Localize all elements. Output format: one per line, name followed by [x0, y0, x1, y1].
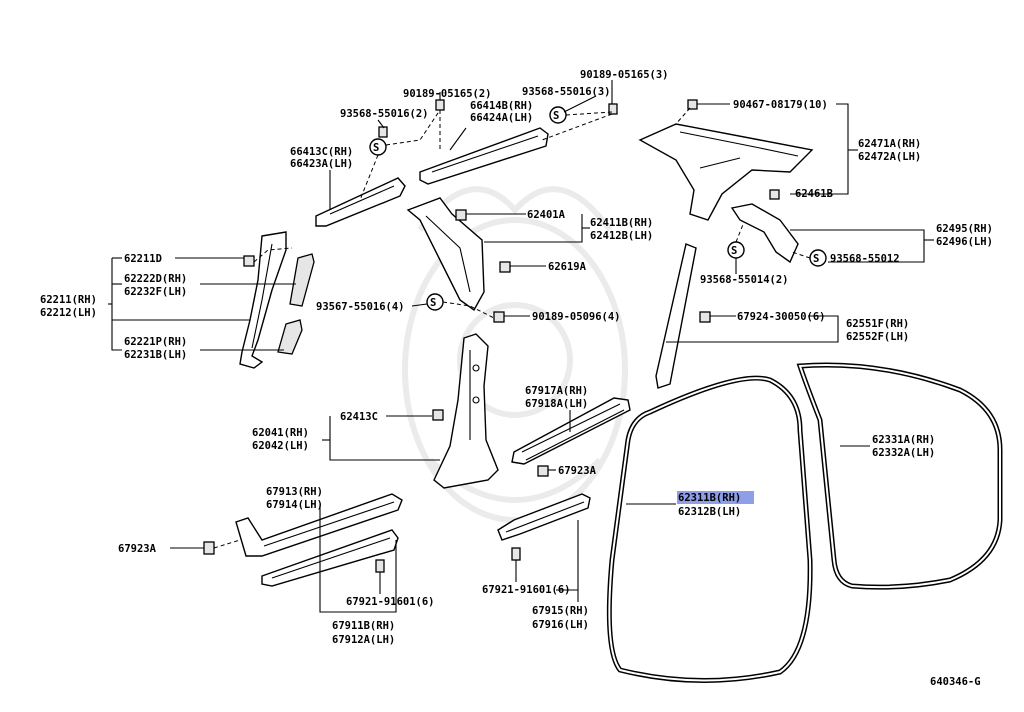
leader-lines	[108, 80, 934, 613]
label-93568-55012: 93568-55012	[830, 253, 900, 265]
label-67924: 67924-30050(6)	[737, 311, 826, 323]
part-center-pillar-upper[interactable]	[406, 197, 485, 312]
label-62472A: 62472A(LH)	[858, 151, 921, 163]
label-66413C: 66413C(RH)	[290, 146, 353, 158]
label-93568-55014: 93568-55014(2)	[700, 274, 789, 286]
label-93567: 93567-55016(4)	[316, 301, 405, 313]
label-62041: 62041(RH)	[252, 427, 309, 439]
label-62619A: 62619A	[548, 261, 587, 273]
clip-icon	[375, 559, 385, 573]
part-front-door-sill[interactable]	[261, 529, 399, 587]
part-pillar-weatherstrip-upper[interactable]	[289, 253, 315, 307]
label-62412B: 62412B(LH)	[590, 230, 653, 242]
label-62231B: 62231B(LH)	[124, 349, 187, 361]
label-62461B: 62461B	[795, 188, 833, 200]
part-rear-door-opening-trim[interactable]	[655, 243, 697, 389]
label-62212: 62212(LH)	[40, 307, 97, 319]
label-62401A: 62401A	[527, 209, 566, 221]
part-front-door-weatherstrip[interactable]	[606, 375, 813, 684]
label-66414B: 66414B(RH)	[470, 100, 533, 112]
part-pillar-weatherstrip-lower[interactable]	[277, 319, 303, 355]
label-62495: 62495(RH)	[936, 223, 993, 235]
clip-icon	[493, 311, 505, 323]
clip-icon	[537, 465, 549, 477]
label-62411B: 62411B(RH)	[590, 217, 653, 229]
label-67916: 67916(LH)	[532, 619, 589, 631]
label-67913: 67913(RH)	[266, 486, 323, 498]
label-66423A: 66423A(LH)	[290, 158, 353, 170]
label-90189-05165-3: 90189-05165(3)	[580, 69, 669, 81]
label-90189-05096: 90189-05096(4)	[532, 311, 621, 323]
label-67921-right: 67921-91601(6)	[482, 584, 571, 596]
label-67917A: 67917A(RH)	[525, 385, 588, 397]
svg-text:S: S	[731, 245, 737, 257]
label-62312B: 62312B(LH)	[678, 506, 741, 518]
part-roof-rail-garnish-front[interactable]	[315, 177, 406, 227]
label-67923A-left: 67923A	[118, 543, 157, 555]
label-67915: 67915(RH)	[532, 605, 589, 617]
label-93568-55016-2: 93568-55016(2)	[340, 108, 429, 120]
label-62551F: 62551F(RH)	[846, 318, 909, 330]
label-66424A: 66424A(LH)	[470, 112, 533, 124]
clip-icon	[432, 409, 444, 421]
clip-icon	[243, 255, 255, 267]
label-67914: 67914(LH)	[266, 499, 323, 511]
label-90189-05165-2: 90189-05165(2)	[403, 88, 492, 100]
part-rear-door-sill[interactable]	[497, 493, 591, 541]
label-62471A: 62471A(RH)	[858, 138, 921, 150]
svg-text:S: S	[430, 297, 436, 309]
clip-icon	[499, 261, 511, 273]
label-62221P: 62221P(RH)	[124, 336, 187, 348]
part-rear-door-weatherstrip[interactable]	[796, 362, 1003, 590]
label-62311B: 62311B(RH)	[678, 492, 741, 504]
highlight-62311B	[677, 491, 754, 504]
part-front-scuff-plate[interactable]	[235, 493, 403, 557]
label-62211D: 62211D	[124, 253, 162, 265]
part-roof-side-garnish[interactable]	[638, 123, 814, 221]
label-67912A: 67912A(LH)	[332, 634, 395, 646]
clip-icon	[687, 99, 780, 200]
label-67911B: 67911B(RH)	[332, 620, 395, 632]
clip-icon	[455, 209, 467, 221]
label-67918A: 67918A(LH)	[525, 398, 588, 410]
callout-labels: 90189-05165(3) 90189-05165(2) 93568-5501…	[40, 69, 993, 688]
label-62232F: 62232F(LH)	[124, 286, 187, 298]
label-93568-55016-3: 93568-55016(3)	[522, 86, 611, 98]
label-67921-left: 67921-91601(6)	[346, 596, 435, 608]
label-90467: 90467-08179(10)	[733, 99, 828, 111]
label-67923A-right: 67923A	[558, 465, 597, 477]
label-62211: 62211(RH)	[40, 294, 97, 306]
part-rear-scuff-plate-upper[interactable]	[511, 397, 631, 465]
label-62496: 62496(LH)	[936, 236, 993, 248]
clip-icon	[699, 311, 711, 323]
label-62222D: 62222D(RH)	[124, 273, 187, 285]
label-62331A: 62331A(RH)	[872, 434, 935, 446]
clip-icon	[203, 541, 215, 555]
svg-text:S: S	[813, 253, 819, 265]
part-package-tray-bracket[interactable]	[730, 203, 799, 264]
label-62332A: 62332A(LH)	[872, 447, 935, 459]
label-62042: 62042(LH)	[252, 440, 309, 452]
label-62552F: 62552F(LH)	[846, 331, 909, 343]
part-center-pillar-lower[interactable]	[433, 333, 499, 489]
svg-text:S: S	[373, 142, 379, 154]
svg-text:S: S	[553, 110, 559, 122]
clip-icon	[511, 547, 521, 561]
label-62413C: 62413C	[340, 411, 378, 423]
diagram-ref-code: 640346-G	[930, 676, 981, 688]
part-roof-rail-garnish-rear[interactable]	[419, 127, 549, 185]
